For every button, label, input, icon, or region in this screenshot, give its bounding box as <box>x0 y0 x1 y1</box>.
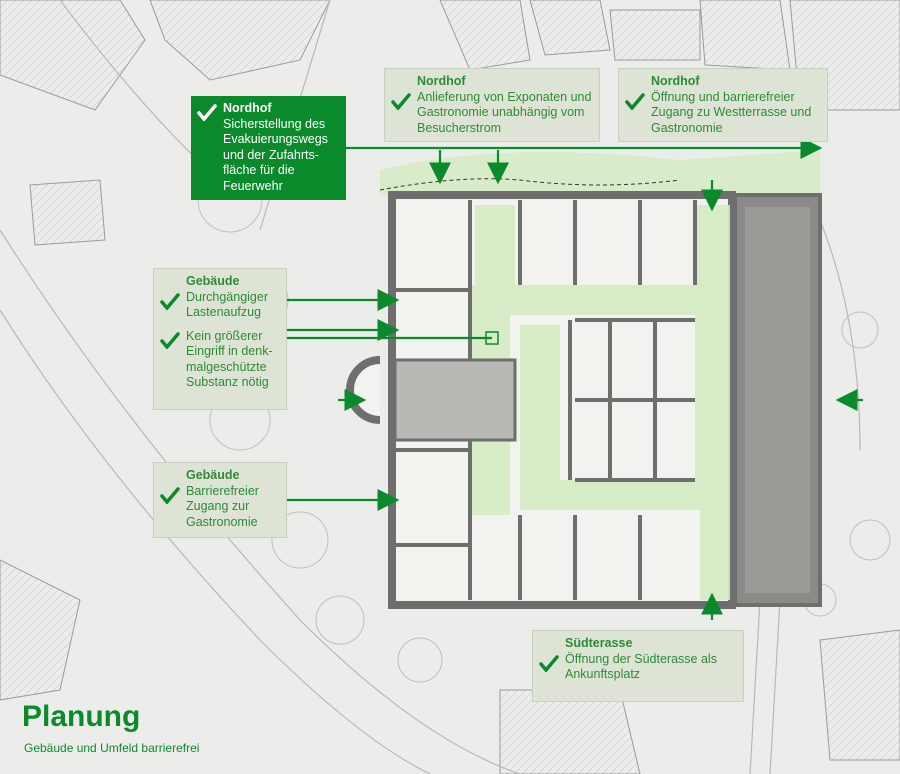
callout-text: Kein größerer Eingriff in denk­malgeschü… <box>186 328 273 390</box>
callout-item: Barrierefreier Zugang zur Gastronomie <box>160 484 280 531</box>
page-subtitle: Gebäude und Umfeld barrierefrei <box>24 741 200 755</box>
callout-text: Öffnung und barrierefreier Zugang zu Wes… <box>651 89 812 135</box>
callout-title: Nordhof <box>417 74 466 88</box>
elevator-marker <box>485 331 499 345</box>
callout-title: Nordhof <box>223 101 272 115</box>
callout-text: Anlieferung von Exponaten und Gastronomi… <box>417 89 592 135</box>
callout-nordhof-anlieferung: Nordhof Anlieferung von Exponaten und Ga… <box>384 68 600 142</box>
page-title: Planung <box>22 700 141 733</box>
checkmark-icon <box>160 331 180 349</box>
callout-item: Öffnung der Südterasse als Ankunftsplatz <box>539 652 737 683</box>
callout-gebaeude-zugang: Gebäude Barrierefreier Zugang zur Gastro… <box>153 462 287 538</box>
callout-text: Barrierefreier Zugang zur Gastronomie <box>186 483 259 529</box>
callout-item: Anlieferung von Exponaten und Gastronomi… <box>391 90 593 137</box>
callout-suedterasse: Südterasse Öffnung der Südterasse als An… <box>532 630 744 702</box>
callout-item: Durchgängiger Lastenaufzug <box>160 290 280 321</box>
callout-item: Nordhof Sicherstellung des Evakuierungsw… <box>197 101 340 194</box>
checkmark-icon <box>160 486 180 504</box>
checkmark-icon <box>625 92 645 110</box>
callout-nordhof-zugang: Nordhof Öffnung und barrierefreier Zugan… <box>618 68 828 142</box>
callout-title: Nordhof <box>651 74 700 88</box>
arrows <box>286 137 863 620</box>
checkmark-icon <box>391 92 411 110</box>
callout-item: Öffnung und barrierefreier Zugang zu Wes… <box>625 90 821 137</box>
callout-text: Sicherstellung des Evakuierungswegs und … <box>223 116 328 193</box>
callout-title: Gebäude <box>186 274 240 288</box>
checkmark-icon <box>539 654 559 672</box>
callout-title: Gebäude <box>186 468 240 482</box>
callout-gebaeude-aufzug: Gebäude Durchgängiger Lastenaufzug Kein … <box>153 268 287 410</box>
checkmark-icon <box>160 292 180 310</box>
callout-nordhof-feuerwehr: Nordhof Sicherstellung des Evakuierungsw… <box>191 96 346 200</box>
callout-text: Durchgängiger Lastenaufzug <box>186 289 268 320</box>
callout-title: Südterasse <box>565 636 633 650</box>
callout-text: Öffnung der Südterasse als Ankunftsplatz <box>565 651 717 682</box>
building-floorplan <box>346 191 822 609</box>
checkmark-icon <box>197 104 217 121</box>
callout-item: Kein größerer Eingriff in denk­malgeschü… <box>160 329 280 391</box>
